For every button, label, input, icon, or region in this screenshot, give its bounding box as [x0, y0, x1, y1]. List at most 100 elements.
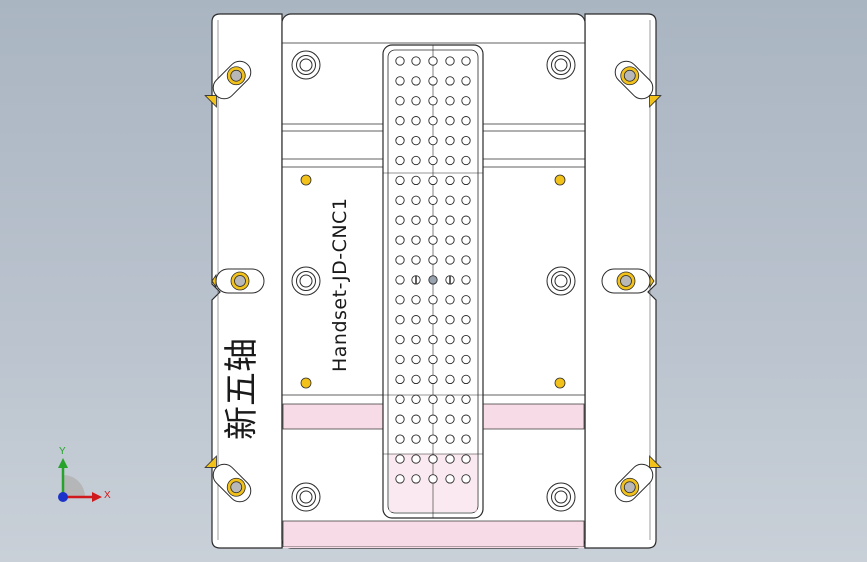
pin-hole	[445, 295, 455, 305]
pin-hole	[428, 135, 438, 146]
pin-hole	[428, 315, 438, 325]
pin-hole	[461, 155, 471, 166]
pin-hole	[428, 235, 438, 245]
axis-y-label: Y	[59, 446, 66, 457]
pin-hole	[461, 334, 471, 345]
pin-hole	[411, 414, 421, 424]
pin-hole	[395, 394, 405, 404]
pin-hole	[411, 76, 421, 86]
pin-hole	[461, 354, 471, 365]
pin-hole	[445, 354, 455, 365]
pin-hole	[445, 155, 455, 166]
pin-hole	[411, 175, 421, 186]
pin-hole	[461, 414, 471, 424]
pin-hole	[428, 474, 438, 484]
pin-hole	[445, 255, 455, 265]
locating-pins	[300, 174, 566, 389]
pin-hole	[395, 334, 405, 345]
pin-hole	[445, 374, 455, 385]
pin-hole	[445, 175, 455, 186]
pin-hole	[411, 315, 421, 325]
pin-hole	[395, 374, 405, 385]
pin-hole	[411, 56, 421, 66]
pin-hole	[411, 195, 421, 205]
mounting-hole	[291, 50, 321, 80]
pin-hole-grid	[395, 56, 471, 484]
pin-hole	[461, 215, 471, 225]
pin-hole	[411, 215, 421, 225]
pin-hole	[411, 116, 421, 126]
mounting-hole	[291, 482, 321, 512]
pin-hole	[411, 96, 421, 106]
pin-hole	[411, 394, 421, 404]
pin-hole	[461, 235, 471, 245]
locating-pin	[554, 174, 566, 186]
locating-pin	[300, 174, 312, 186]
pin-hole	[395, 155, 405, 166]
pin-hole	[428, 295, 438, 305]
pin-hole	[411, 474, 421, 484]
pin-hole	[428, 56, 438, 66]
locating-pin	[300, 377, 312, 389]
pin-hole	[461, 394, 471, 404]
clamp-slot	[204, 455, 252, 503]
pin-hole	[461, 135, 471, 146]
pin-hole	[411, 334, 421, 345]
pin-hole	[395, 414, 405, 424]
pin-hole	[428, 76, 438, 86]
pin-hole	[428, 434, 438, 444]
pin-hole	[395, 354, 405, 365]
pin-hole	[395, 76, 405, 86]
pin-hole	[445, 394, 455, 404]
pin-hole	[428, 116, 438, 126]
pin-hole	[395, 315, 405, 325]
pin-hole	[395, 454, 405, 464]
pin-hole	[461, 195, 471, 205]
pin-hole	[395, 474, 405, 484]
pin-hole	[395, 195, 405, 205]
pin-hole	[445, 334, 455, 345]
pin-hole	[395, 434, 405, 444]
pin-hole	[445, 454, 455, 464]
clamp-slot	[614, 455, 662, 503]
pin-hole	[411, 135, 421, 146]
pin-hole	[428, 155, 438, 166]
pin-hole	[395, 96, 405, 106]
pin-hole	[461, 315, 471, 325]
clamp-slot	[601, 268, 655, 294]
pin-hole	[428, 354, 438, 365]
pin-hole	[445, 474, 455, 484]
pin-hole	[428, 255, 438, 265]
pin-hole	[461, 255, 471, 265]
pin-hole	[461, 76, 471, 86]
pin-hole	[445, 116, 455, 126]
mounting-holes	[291, 50, 576, 512]
pin-hole	[428, 96, 438, 106]
pin-hole	[461, 56, 471, 66]
pin-hole	[461, 275, 471, 285]
pin-hole	[445, 235, 455, 245]
pin-hole	[461, 295, 471, 305]
clamp-slot	[211, 268, 265, 294]
axis-x-label: X	[104, 490, 111, 501]
pin-hole	[411, 434, 421, 444]
pin-hole	[461, 116, 471, 126]
pin-hole	[395, 175, 405, 186]
pin-hole	[395, 275, 405, 285]
pin-hole	[395, 235, 405, 245]
clamp-slot	[204, 60, 252, 108]
pin-hole	[461, 454, 471, 464]
pin-hole	[411, 354, 421, 365]
pin-hole	[428, 374, 438, 385]
pin-hole	[395, 135, 405, 146]
pin-hole	[428, 394, 438, 404]
pin-hole	[411, 155, 421, 166]
pin-hole	[445, 315, 455, 325]
pin-hole	[395, 295, 405, 305]
pin-hole	[461, 474, 471, 484]
mounting-hole	[291, 266, 321, 296]
pin-hole	[395, 116, 405, 126]
pin-hole	[445, 56, 455, 66]
